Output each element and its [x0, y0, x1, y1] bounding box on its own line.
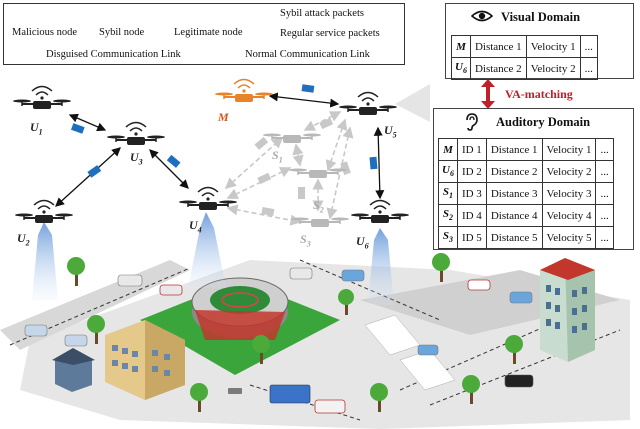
table-cell: Velocity 1 — [541, 138, 597, 161]
beams — [32, 212, 394, 305]
vehicles — [24, 267, 534, 414]
small-house — [52, 348, 95, 392]
node-label-m: M — [218, 110, 229, 124]
table-cell: Distance 5 — [485, 226, 543, 249]
uav-u1-icon — [13, 85, 71, 109]
uav-u6-icon — [351, 199, 409, 223]
table-cell: Distance 3 — [485, 182, 543, 205]
node-id-cell: U6 — [438, 160, 458, 183]
table-cell: Distance 2 — [469, 57, 527, 80]
sybil-packets — [254, 117, 351, 216]
table-cell: ... — [579, 57, 598, 80]
node-id-cell: M — [438, 138, 458, 161]
node-label-s3: S3 — [300, 232, 311, 249]
node-id-cell: S3 — [438, 226, 458, 249]
trees — [67, 253, 523, 412]
legend-disguised-link-label: Disguised Communication Link — [46, 49, 181, 60]
table-cell: ID 2 — [456, 160, 487, 183]
table-cell: ID 5 — [456, 226, 487, 249]
va-matching-arrow — [481, 79, 495, 109]
legend-normal-link-label: Normal Communication Link — [245, 49, 370, 60]
node-id-cell: S2 — [438, 204, 458, 227]
table-cell: Distance 1 — [485, 138, 543, 161]
uav-m-icon — [215, 78, 273, 102]
table-cell: ... — [595, 138, 614, 161]
stadium — [191, 277, 289, 340]
legend-malicious-label: Malicious node — [12, 27, 78, 38]
table-cell: ... — [595, 182, 614, 205]
node-label-u6: U6 — [356, 234, 369, 251]
node-id-cell: S1 — [438, 182, 458, 205]
regular-packets — [70, 84, 378, 178]
node-id-cell: M — [451, 35, 471, 58]
auditory-domain-title: Auditory Domain — [496, 115, 591, 129]
building-left — [105, 320, 185, 400]
table-cell: ID 1 — [456, 138, 487, 161]
node-id-cell: U6 — [451, 57, 471, 80]
node-label-u2: U2 — [17, 231, 30, 248]
table-cell: Distance 1 — [469, 35, 527, 58]
visual-domain-title: Visual Domain — [501, 10, 581, 24]
node-label-s1: S1 — [272, 148, 283, 165]
node-label-u5: U5 — [384, 123, 397, 140]
table-cell: ... — [595, 160, 614, 183]
uav-s2-icon — [289, 168, 347, 178]
table-cell: ... — [595, 226, 614, 249]
building-right — [540, 258, 595, 362]
uav-s3-icon — [291, 217, 349, 227]
ear-icon — [466, 113, 478, 131]
node-label-s2: S2 — [313, 198, 324, 215]
table-cell: ID 4 — [456, 204, 487, 227]
legend-legitimate-label: Legitimate node — [174, 27, 243, 38]
table-cell: Velocity 1 — [525, 35, 581, 58]
table-cell: ... — [579, 35, 598, 58]
table-cell: Velocity 5 — [541, 226, 597, 249]
table-cell: Velocity 3 — [541, 182, 597, 205]
node-label-u4: U4 — [189, 218, 202, 235]
va-matching-label: VA-matching — [505, 87, 573, 101]
legend-sybil-packets-label: Sybil attack packets — [280, 8, 364, 19]
eye-icon — [471, 10, 493, 22]
callout-wedge — [395, 84, 430, 122]
node-label-u1: U1 — [30, 120, 43, 137]
legend-box: Malicious node Sybil node Legitimate nod… — [3, 3, 405, 65]
table-cell: Velocity 4 — [541, 204, 597, 227]
table-cell: Velocity 2 — [525, 57, 581, 80]
table-cell: ... — [595, 204, 614, 227]
legend-regular-packets-label: Regular service packets — [280, 28, 380, 39]
uav-u2-icon — [15, 199, 73, 223]
table-cell: Velocity 2 — [541, 160, 597, 183]
uav-u4-icon — [179, 186, 237, 210]
uav-u3-icon — [107, 121, 165, 145]
table-cell: Distance 4 — [485, 204, 543, 227]
legend-sybil-label: Sybil node — [99, 27, 145, 38]
disguised-links — [224, 111, 354, 226]
table-cell: ID 3 — [456, 182, 487, 205]
uav-u5-icon — [339, 91, 397, 115]
table-cell: Distance 2 — [485, 160, 543, 183]
uav-s1-icon — [263, 133, 321, 143]
node-label-u3: U3 — [130, 150, 143, 167]
normal-links — [55, 92, 385, 207]
